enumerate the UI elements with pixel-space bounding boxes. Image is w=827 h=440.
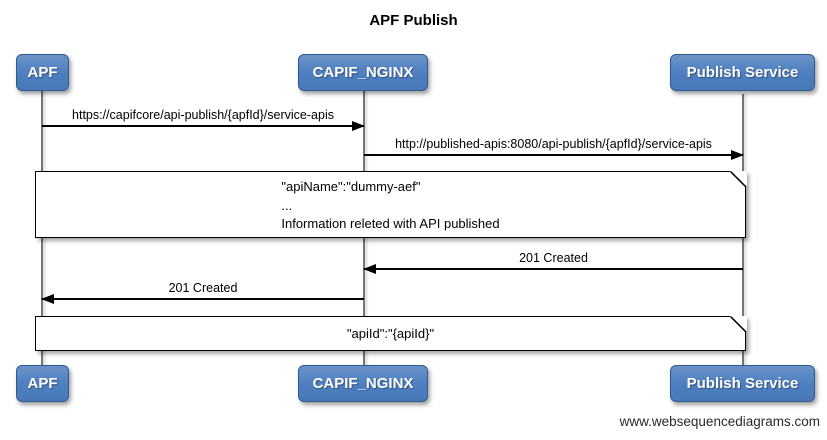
note-fold-icon xyxy=(729,170,747,188)
watermark: www.websequencediagrams.com xyxy=(619,414,820,429)
arrowhead-right-icon xyxy=(352,121,365,131)
arrowhead-left-icon xyxy=(41,294,54,304)
message-created-response: 201 Created xyxy=(363,251,743,274)
arrowhead-right-icon xyxy=(731,150,744,160)
note-api-id: "apiId":"{apiId}" xyxy=(35,315,747,351)
message-line xyxy=(363,264,743,274)
actor-label-publish-service-top: Publish Service xyxy=(686,64,799,81)
actor-label-publish-service-bottom: Publish Service xyxy=(686,375,799,392)
actor-box-capif-nginx-bottom: CAPIF_NGINX xyxy=(298,365,428,402)
message-line xyxy=(42,121,365,131)
message-label: http://published-apis:8080/api-publish/{… xyxy=(395,137,712,151)
actor-box-apf-bottom: APF xyxy=(16,365,69,402)
note-line: ... xyxy=(281,197,293,213)
actor-box-publish-service-top: Publish Service xyxy=(670,54,815,91)
note-api-information: "apiName":"dummy-aef" ... Information re… xyxy=(35,170,747,238)
message-label: 201 Created xyxy=(168,281,238,295)
diagram-title: APF Publish xyxy=(369,12,458,29)
actor-box-publish-service-bottom: Publish Service xyxy=(670,365,815,402)
actor-box-capif-nginx-top: CAPIF_NGINX xyxy=(298,54,428,91)
message-label: 201 Created xyxy=(519,251,588,265)
arrowhead-left-icon xyxy=(363,264,376,274)
actor-label-apf-top: APF xyxy=(27,64,58,81)
note-line: "apiId":"{apiId}" xyxy=(346,326,435,341)
message-label: https://capifcore/api-publish/{apfId}/se… xyxy=(72,108,334,122)
actor-label-capif-nginx-top: CAPIF_NGINX xyxy=(312,64,414,81)
actor-label-capif-nginx-bottom: CAPIF_NGINX xyxy=(312,375,414,392)
note-line: Information releted with API published xyxy=(281,216,500,231)
note-fold-icon xyxy=(729,315,747,333)
message-line xyxy=(364,150,744,160)
message-line xyxy=(41,294,364,304)
message-created-forward: 201 Created xyxy=(41,281,364,304)
message-forward-request: http://published-apis:8080/api-publish/{… xyxy=(364,137,744,160)
message-publish-request: https://capifcore/api-publish/{apfId}/se… xyxy=(42,108,365,131)
actor-box-apf-top: APF xyxy=(16,54,69,91)
note-line: "apiName":"dummy-aef" xyxy=(281,179,421,194)
actor-label-apf-bottom: APF xyxy=(27,375,58,392)
